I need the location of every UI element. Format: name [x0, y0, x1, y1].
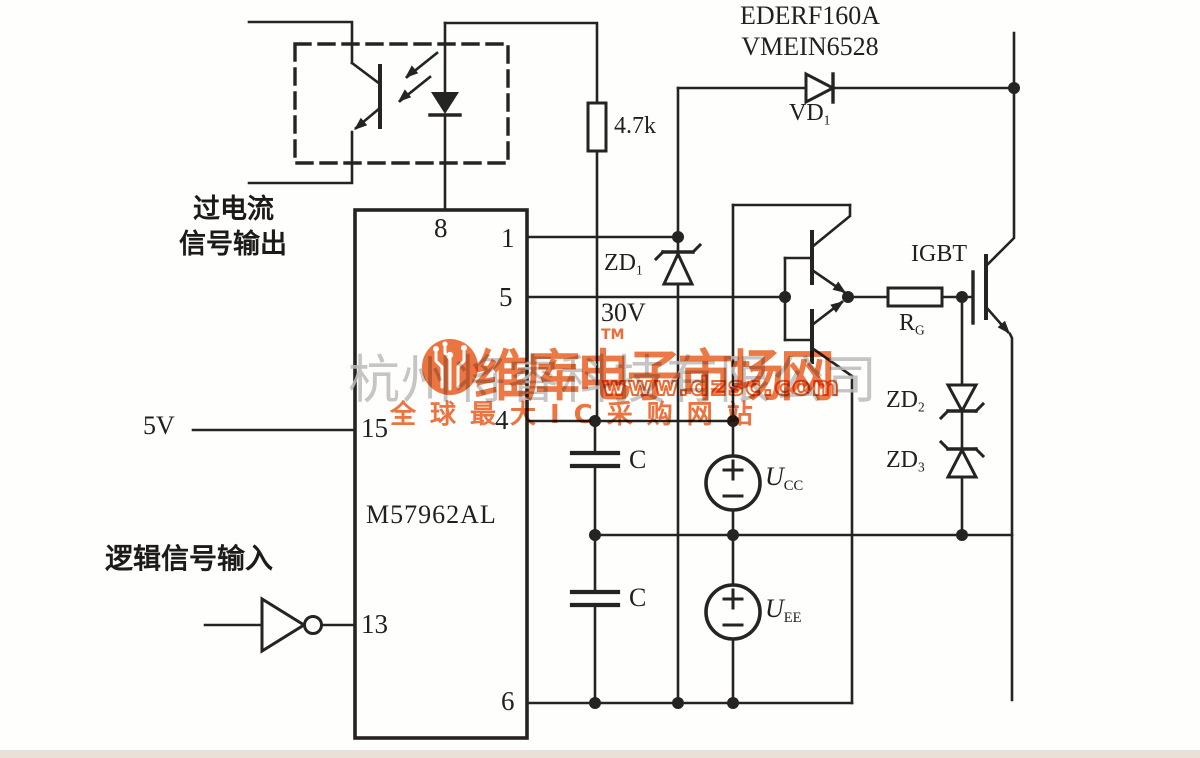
- label-pullup-value: 4.7k: [614, 113, 656, 139]
- booster-transistor-pair: [731, 203, 854, 705]
- label-5v: 5V: [143, 411, 175, 440]
- vd1-diode: [676, 71, 1016, 105]
- label-zd1: ZD1: [604, 250, 643, 278]
- pin-label-4: 4: [495, 405, 509, 435]
- label-zd3: ZD3: [886, 447, 925, 475]
- label-cap2: C: [629, 583, 647, 612]
- bottom-scan-edge: [0, 750, 1200, 758]
- pin-label-15: 15: [361, 413, 388, 443]
- pin-label-6: 6: [501, 686, 515, 716]
- label-overcurrent-line1: 过电流: [193, 194, 274, 225]
- label-zd2: ZD2: [886, 387, 925, 415]
- label-logic-input: 逻辑信号输入: [105, 542, 274, 575]
- uee-source: [704, 533, 762, 705]
- pin-label-1: 1: [501, 223, 515, 253]
- label-overcurrent-line2: 信号输出: [179, 229, 287, 260]
- pin-label-8: 8: [434, 213, 448, 243]
- label-fast-diode-part2: VMEIN6528: [741, 32, 879, 61]
- label-gate-resistor: RG: [899, 310, 925, 338]
- igbt-symbol: [971, 31, 1016, 702]
- label-ic-part-number: M57962AL: [366, 500, 497, 529]
- inverter-gate: [203, 596, 357, 654]
- ic-body: [353, 208, 529, 740]
- label-igbt: IGBT: [911, 241, 967, 267]
- zd2-zener: [938, 295, 986, 421]
- zd1-zener: [653, 86, 703, 705]
- optocoupler-box: [293, 42, 510, 165]
- label-vd1: VD1: [789, 100, 831, 128]
- ucc-source: [704, 419, 762, 537]
- cap-c2: [569, 533, 621, 705]
- label-uee: UEE: [765, 594, 802, 627]
- junction-dots: [589, 82, 1020, 709]
- pullup-top-wire: [443, 21, 599, 105]
- zd3-zener: [938, 409, 986, 537]
- optocoupler-led: [428, 21, 462, 212]
- label-fast-diode-part1: EDERF160A: [739, 1, 881, 30]
- label-ucc: UCC: [765, 462, 804, 495]
- light-arrows-icon: [398, 51, 439, 103]
- cap-c1: [569, 419, 621, 537]
- pin-label-13: 13: [361, 609, 388, 639]
- pullup-resistor: [586, 101, 608, 423]
- label-zd1-voltage: 30V: [601, 298, 646, 327]
- optocoupler-phototransistor: [350, 61, 382, 130]
- label-cap1: C: [629, 445, 647, 474]
- overcurrent-output-wires: [247, 20, 354, 185]
- pin-label-5: 5: [499, 282, 513, 312]
- gate-resistor: [846, 286, 975, 308]
